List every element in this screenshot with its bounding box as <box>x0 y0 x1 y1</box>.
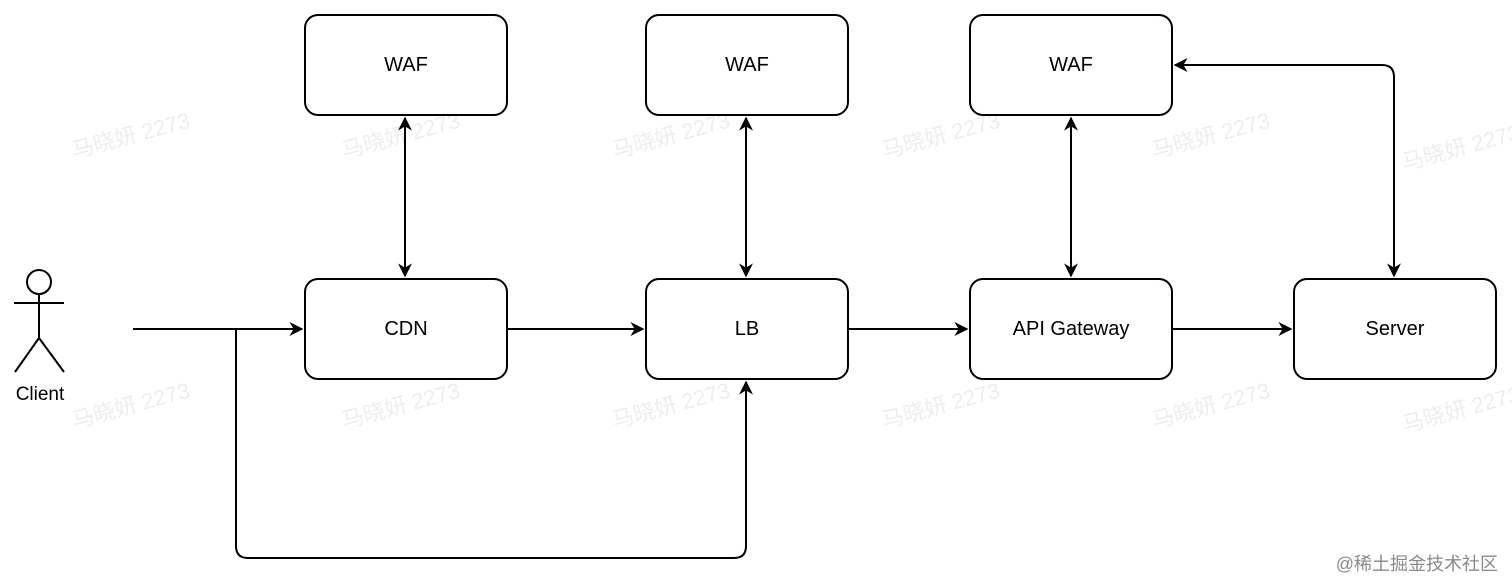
arrow-client-to-lb <box>235 329 753 559</box>
node-label: API Gateway <box>1012 317 1130 340</box>
node-label: Server <box>1365 317 1425 340</box>
node-label: WAF <box>1049 53 1093 76</box>
node-label: WAF <box>725 53 769 76</box>
server-node: Server <box>1293 278 1497 380</box>
arrow-server-waf <box>1173 58 1401 278</box>
source-credit: @稀土掘金技术社区 <box>1335 554 1498 574</box>
node-label: LB <box>734 317 760 340</box>
client-actor-icon <box>14 269 65 373</box>
client-label: Client <box>15 384 65 405</box>
lb-node: LB <box>645 278 849 380</box>
waf-node-cdn: WAF <box>304 14 508 116</box>
waf-node-api: WAF <box>969 14 1173 116</box>
node-label: CDN <box>384 317 428 340</box>
api-gateway-node: API Gateway <box>969 278 1173 380</box>
node-label: WAF <box>384 53 428 76</box>
cdn-node: CDN <box>304 278 508 380</box>
waf-node-lb: WAF <box>645 14 849 116</box>
